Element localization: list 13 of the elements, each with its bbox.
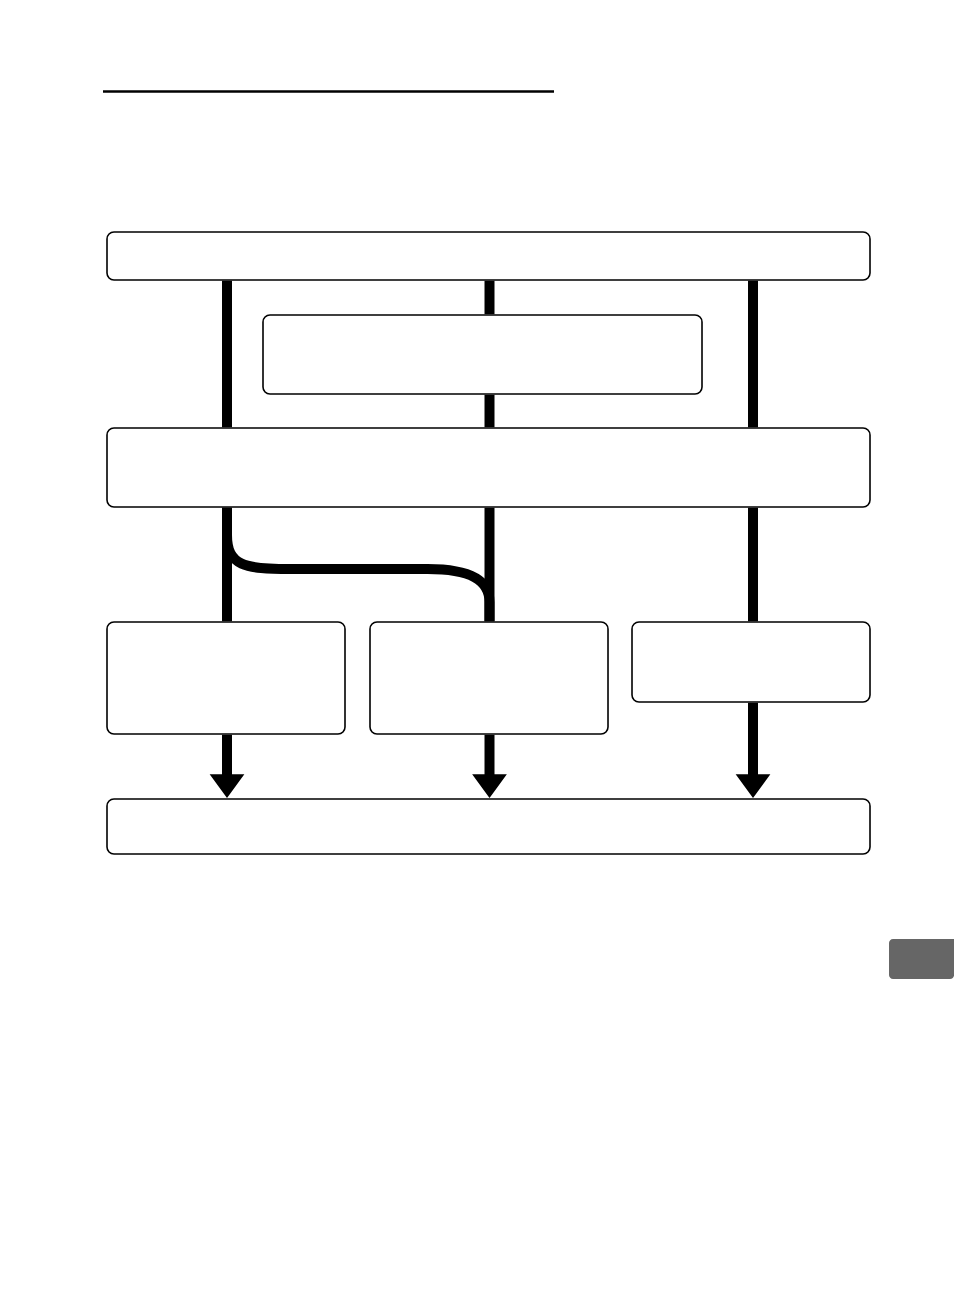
process-box	[262, 314, 703, 395]
process-box	[106, 427, 871, 508]
process-box	[106, 798, 871, 855]
connector-line	[222, 280, 232, 428]
connector-line	[748, 280, 758, 428]
connector-line	[484, 394, 495, 428]
process-box	[106, 621, 346, 735]
process-box	[369, 621, 609, 735]
connector-line	[484, 280, 495, 315]
process-box	[631, 621, 871, 703]
connector-line	[484, 507, 495, 622]
connector-line	[748, 507, 758, 622]
process-box	[106, 231, 871, 281]
